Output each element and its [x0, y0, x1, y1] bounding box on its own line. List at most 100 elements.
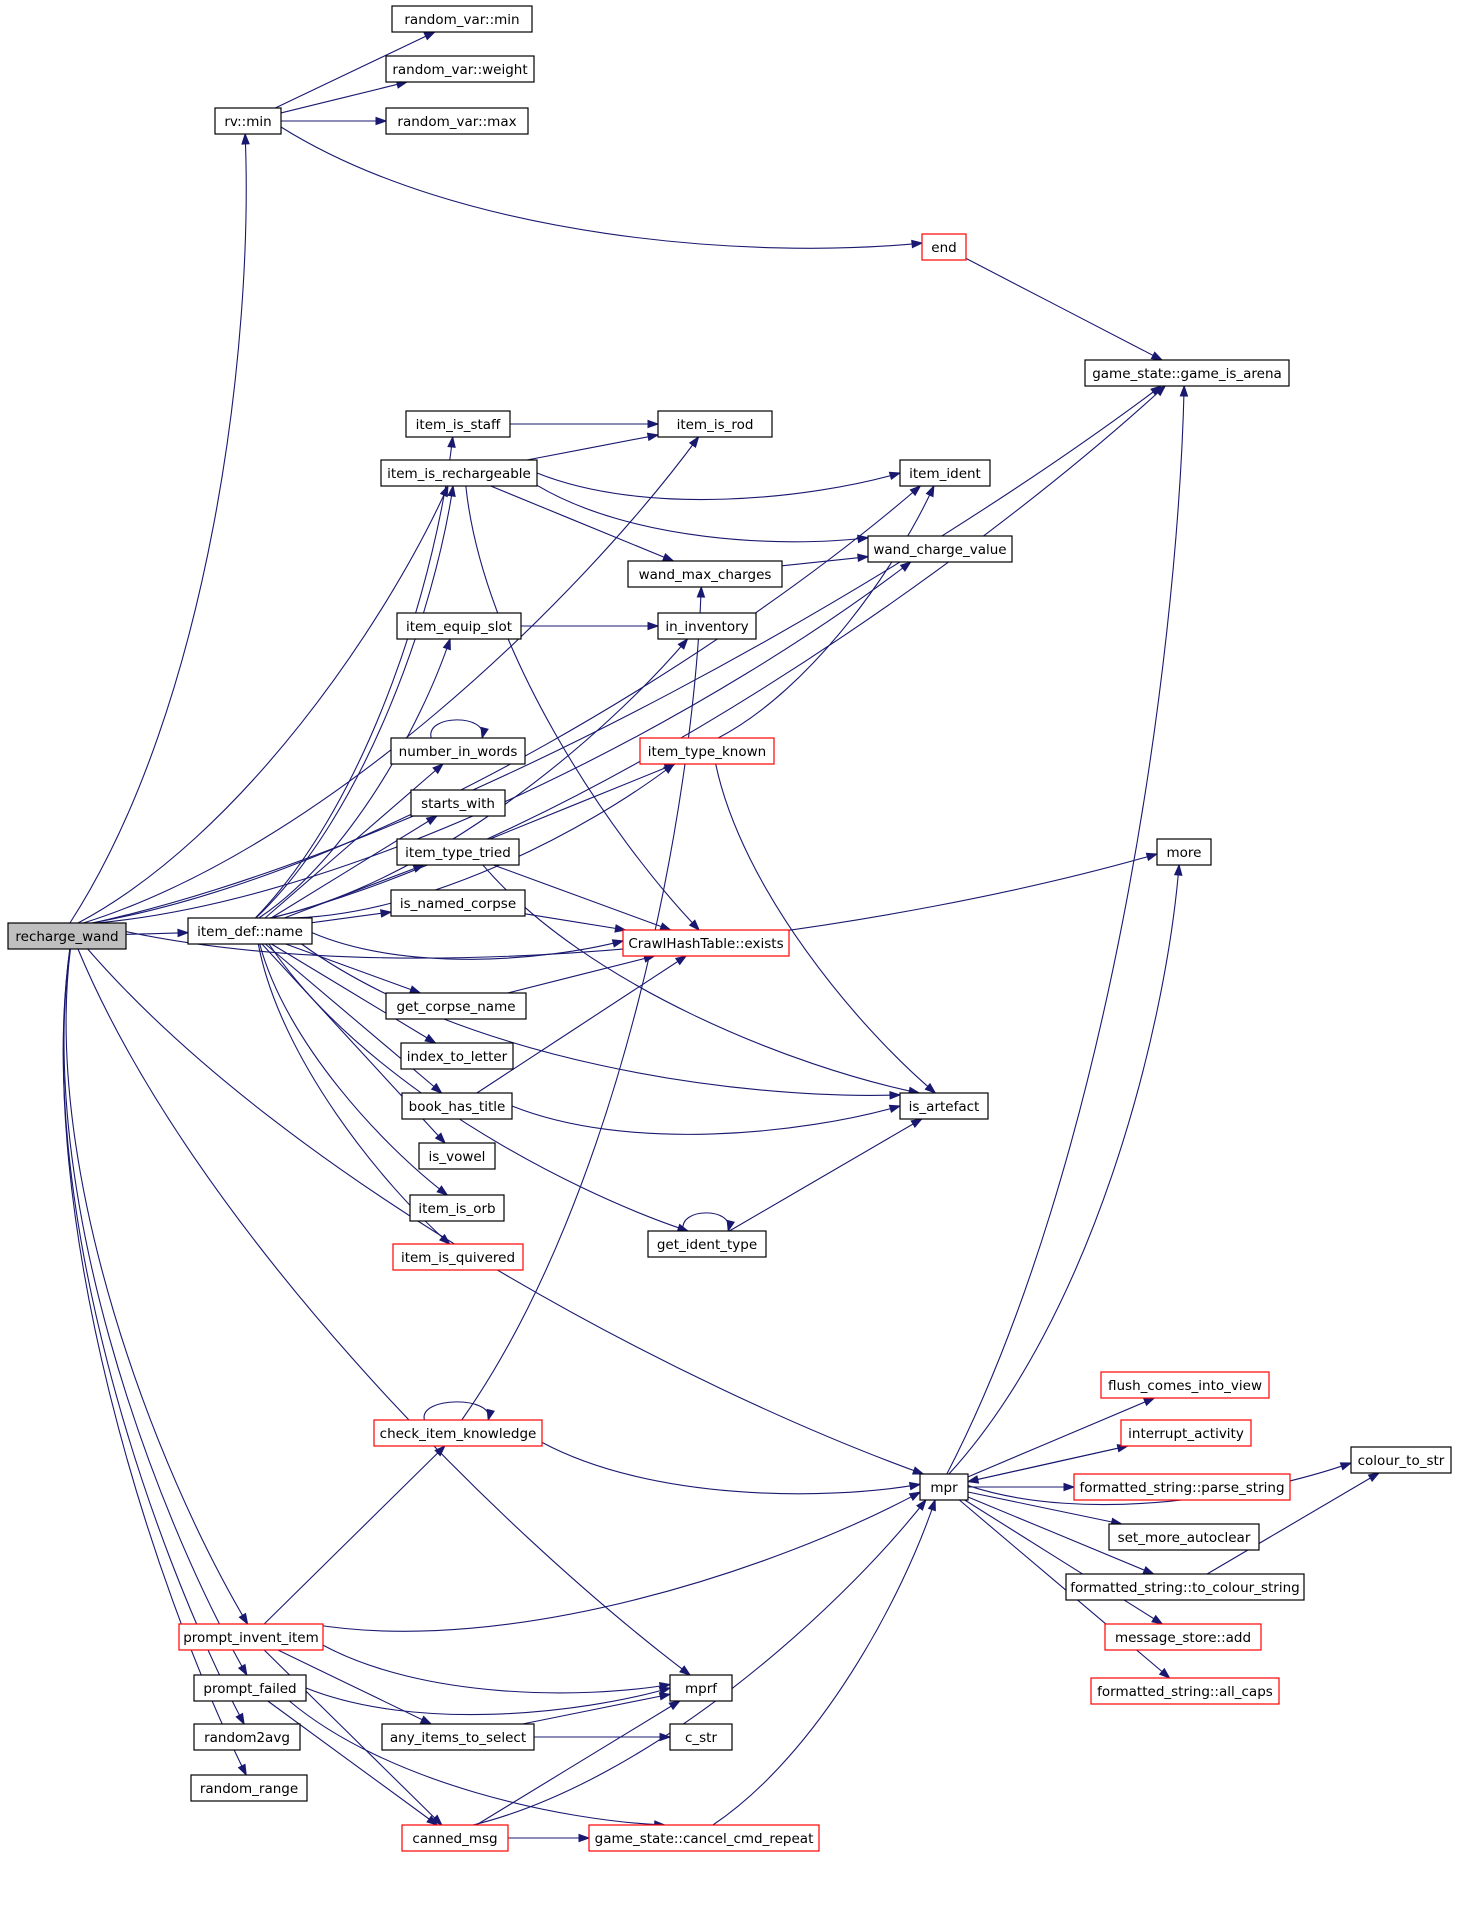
node-index-to-letter[interactable]: index_to_letter [400, 1042, 514, 1070]
node-label: interrupt_activity [1128, 1426, 1244, 1442]
edge-cancel_cmd_repeat-to-mpr [712, 1498, 936, 1826]
node-item-is-rechargeable[interactable]: item_is_rechargeable [380, 459, 538, 487]
edge-recharge_wand-to-mpr [87, 948, 925, 1475]
edge-any_items_to_select-to-mprf [522, 1692, 672, 1725]
node-box [400, 1042, 514, 1070]
node-box [391, 5, 533, 33]
node-all-caps[interactable]: formatted_string::all_caps [1090, 1677, 1280, 1705]
edge-item_def_name-to-is_named_corpse [311, 909, 393, 924]
edge-item_is_rechargeable-to-item_ident [536, 471, 902, 501]
node-label: random_var::min [404, 12, 519, 28]
edge-item_def_name-to-get_corpse_name [285, 943, 422, 994]
node-canned-msg[interactable]: canned_msg [401, 1824, 509, 1852]
node-label: game_state::game_is_arena [1092, 366, 1282, 382]
node-item-ident[interactable]: item_ident [899, 459, 991, 487]
node-wand-charge-value[interactable]: wand_charge_value [867, 535, 1013, 563]
node-item-is-staff[interactable]: item_is_staff [405, 410, 511, 438]
node-parse-string[interactable]: formatted_string::parse_string [1073, 1473, 1291, 1501]
edge-item_type_tried-to-item_type_known [489, 763, 677, 840]
node-is-artefact[interactable]: is_artefact [899, 1092, 989, 1120]
node-get-ident-type[interactable]: get_ident_type [647, 1230, 767, 1258]
node-starts-with[interactable]: starts_with [410, 789, 506, 817]
node-to-colour-string[interactable]: formatted_string::to_colour_string [1065, 1573, 1305, 1601]
node-any-items-to-select[interactable]: any_items_to_select [381, 1723, 535, 1751]
node-rv-var-max[interactable]: random_var::max [385, 107, 529, 135]
node-mpr[interactable]: mpr [919, 1473, 969, 1501]
node-is-vowel[interactable]: is_vowel [418, 1142, 496, 1170]
node-message-store-add[interactable]: message_store::add [1104, 1623, 1262, 1651]
edge-rv_min-to-end [280, 126, 924, 249]
node-box [1100, 1371, 1270, 1399]
node-item-type-tried[interactable]: item_type_tried [396, 838, 520, 866]
node-box [396, 838, 520, 866]
node-check-item-knowledge[interactable]: check_item_knowledge [373, 1419, 543, 1447]
node-label: mprf [685, 1681, 718, 1697]
edge-prompt_invent_item-to-mprf [322, 1644, 672, 1694]
node-item-is-orb[interactable]: item_is_orb [409, 1194, 505, 1222]
node-prompt-failed[interactable]: prompt_failed [193, 1674, 307, 1702]
node-item-def-name[interactable]: item_def::name [187, 917, 313, 945]
node-box [867, 535, 1013, 563]
edges-layer [62, 31, 1381, 1843]
node-box [410, 789, 506, 817]
node-label: formatted_string::to_colour_string [1070, 1580, 1299, 1596]
node-get-corpse-name[interactable]: get_corpse_name [385, 992, 527, 1020]
node-rv-min[interactable]: rv::min [214, 107, 282, 135]
node-random2avg[interactable]: random2avg [193, 1723, 301, 1751]
node-rv-var-weight[interactable]: random_var::weight [385, 55, 535, 83]
node-recharge-wand[interactable]: recharge_wand [7, 922, 127, 950]
edge-recharge_wand-to-prompt_invent_item [65, 948, 249, 1626]
edge-item_def_name-to-get_ident_type [268, 943, 690, 1232]
node-c-str[interactable]: c_str [669, 1723, 733, 1751]
node-flush-comes[interactable]: flush_comes_into_view [1100, 1371, 1270, 1399]
node-is-named-corpse[interactable]: is_named_corpse [390, 889, 526, 917]
node-label: formatted_string::all_caps [1097, 1684, 1273, 1700]
node-label: item_type_tried [405, 845, 511, 861]
node-label: any_items_to_select [390, 1730, 526, 1746]
node-label: random_range [200, 1781, 298, 1797]
node-end[interactable]: end [921, 233, 967, 261]
node-box [381, 1723, 535, 1751]
node-box [373, 1419, 543, 1447]
edge-mpr-to-parse_string [968, 1482, 1076, 1492]
edge-get_ident_type-to-is_artefact [729, 1118, 923, 1232]
node-random-range[interactable]: random_range [190, 1774, 308, 1802]
node-label: item_def::name [197, 924, 303, 940]
node-box [385, 107, 529, 135]
node-box [899, 459, 991, 487]
node-in-inventory[interactable]: in_inventory [657, 612, 757, 640]
node-wand-max-charges[interactable]: wand_max_charges [627, 560, 783, 588]
edge-item_def_name-to-item_is_rechargeable [255, 484, 456, 919]
edge-item_type_tried-to-is_artefact [482, 864, 921, 1096]
edge-recharge_wand-to-mprf [77, 948, 692, 1676]
edge-recharge_wand-to-item_ident [91, 485, 922, 924]
node-item-is-rod[interactable]: item_is_rod [657, 410, 773, 438]
node-item-is-quivered[interactable]: item_is_quivered [392, 1243, 524, 1271]
node-hash-exists[interactable]: CrawlHashTable::exists [622, 929, 790, 957]
node-item-equip-slot[interactable]: item_equip_slot [396, 612, 522, 640]
node-mprf[interactable]: mprf [669, 1674, 733, 1702]
node-set-more-autoclear[interactable]: set_more_autoclear [1108, 1523, 1260, 1551]
node-book-has-title[interactable]: book_has_title [401, 1092, 513, 1120]
node-box [1065, 1573, 1305, 1601]
node-colour-to-str[interactable]: colour_to_str [1350, 1446, 1452, 1474]
node-label: item_is_quivered [401, 1250, 515, 1266]
node-interrupt-activity[interactable]: interrupt_activity [1120, 1419, 1252, 1447]
node-prompt-invent-item[interactable]: prompt_invent_item [178, 1623, 324, 1651]
node-rv-var-min[interactable]: random_var::min [391, 5, 533, 33]
node-box [405, 410, 511, 438]
edge-to_colour_string-to-colour_to_str [1206, 1472, 1381, 1575]
node-label: game_state::cancel_cmd_repeat [595, 1831, 814, 1847]
node-box [622, 929, 790, 957]
edge-end-to-game_is_arena [965, 257, 1164, 361]
node-label: random2avg [204, 1730, 290, 1746]
node-more[interactable]: more [1156, 838, 1212, 866]
node-number-in-words[interactable]: number_in_words [390, 737, 526, 765]
node-game-is-arena[interactable]: game_state::game_is_arena [1084, 359, 1290, 387]
node-cancel-cmd-repeat[interactable]: game_state::cancel_cmd_repeat [588, 1824, 820, 1852]
edge-wand_max_charges-to-wand_charge_value [781, 553, 870, 567]
node-item-type-known[interactable]: item_type_known [639, 737, 775, 765]
node-label: recharge_wand [15, 929, 118, 945]
edge-mpr-to-more [948, 863, 1183, 1475]
